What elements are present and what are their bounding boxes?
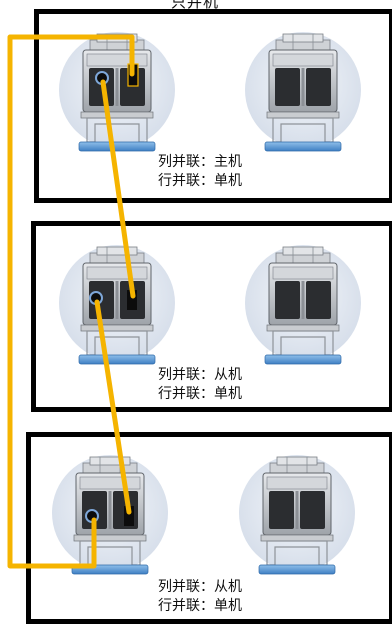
sfp-module-icon	[58, 31, 176, 152]
sfp-module-icon	[51, 454, 169, 575]
sfp-module-icon	[244, 244, 362, 365]
row-mode-label: 行并联：单机	[158, 173, 242, 189]
column-mode-label: 列并联：从机	[158, 579, 242, 595]
parallel-cable	[7, 34, 136, 569]
row-mode-label: 行并联：单机	[158, 598, 242, 614]
column-mode-label: 列并联：主机	[158, 154, 242, 170]
row-mode-label: 行并联：单机	[158, 386, 242, 402]
sfp-module-icon	[244, 31, 362, 152]
mode-label-unit-2: 列并联：从机 行并联：单机	[158, 366, 242, 404]
mode-label-unit-3: 列并联：从机 行并联：单机	[158, 578, 242, 616]
column-mode-label: 列并联：从机	[158, 367, 242, 383]
sfp-module-icon	[238, 454, 356, 575]
diagram-title: 只并机	[170, 0, 219, 11]
sfp-module-icon	[58, 244, 176, 365]
mode-label-unit-1: 列并联：主机 行并联：单机	[158, 153, 242, 191]
